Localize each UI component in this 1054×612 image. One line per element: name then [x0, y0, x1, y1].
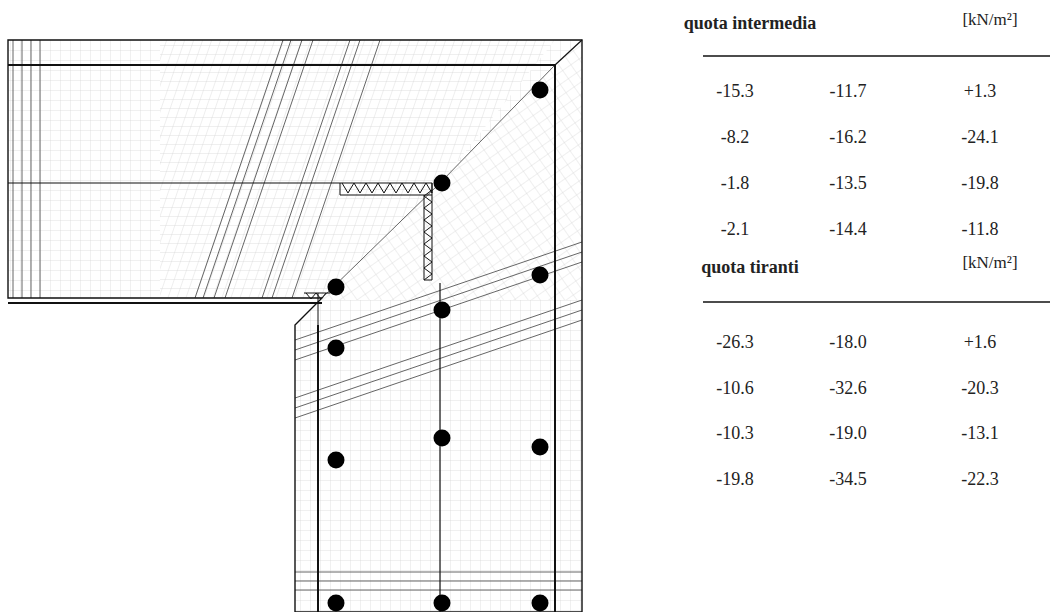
table-cell: -22.3: [961, 469, 999, 491]
unit-label: [kN/m²]: [962, 253, 1017, 273]
table-cell: -19.0: [829, 423, 867, 445]
table-cell: -19.8: [716, 469, 754, 491]
table-cell: -1.8: [721, 173, 750, 195]
section-outline: [8, 40, 582, 612]
table-cell: -10.3: [716, 423, 754, 445]
table-cell: -16.2: [829, 127, 867, 149]
tie-rod-dots: [328, 82, 549, 612]
table-cell: -19.8: [961, 173, 999, 195]
table-cell: -2.1: [721, 219, 750, 241]
table-cell: -8.2: [721, 127, 750, 149]
table-cell: -11.8: [962, 219, 999, 241]
table-cell: -32.6: [829, 378, 867, 400]
table-heading: quota tiranti: [701, 257, 799, 279]
table-cell: -11.7: [830, 81, 867, 103]
table-cell: -15.3: [716, 81, 754, 103]
table-cell: +1.6: [964, 332, 997, 354]
table-cell: -24.1: [961, 127, 999, 149]
unit-label: [kN/m²]: [962, 10, 1017, 30]
table-cell: -20.3: [961, 378, 999, 400]
table-cell: -14.4: [829, 219, 867, 241]
table-cell: -26.3: [716, 332, 754, 354]
mesh-lines: [13, 40, 582, 590]
table-cell: -34.5: [829, 469, 867, 491]
support-hatch: [304, 183, 432, 325]
table-cell: -13.5: [829, 173, 867, 195]
table-cell: -10.6: [716, 378, 754, 400]
table-cell: +1.3: [964, 81, 997, 103]
table-cell: -13.1: [961, 423, 999, 445]
table-heading: quota intermedia: [684, 13, 817, 35]
table-cell: -18.0: [829, 332, 867, 354]
mesh: [0, 0, 600, 612]
